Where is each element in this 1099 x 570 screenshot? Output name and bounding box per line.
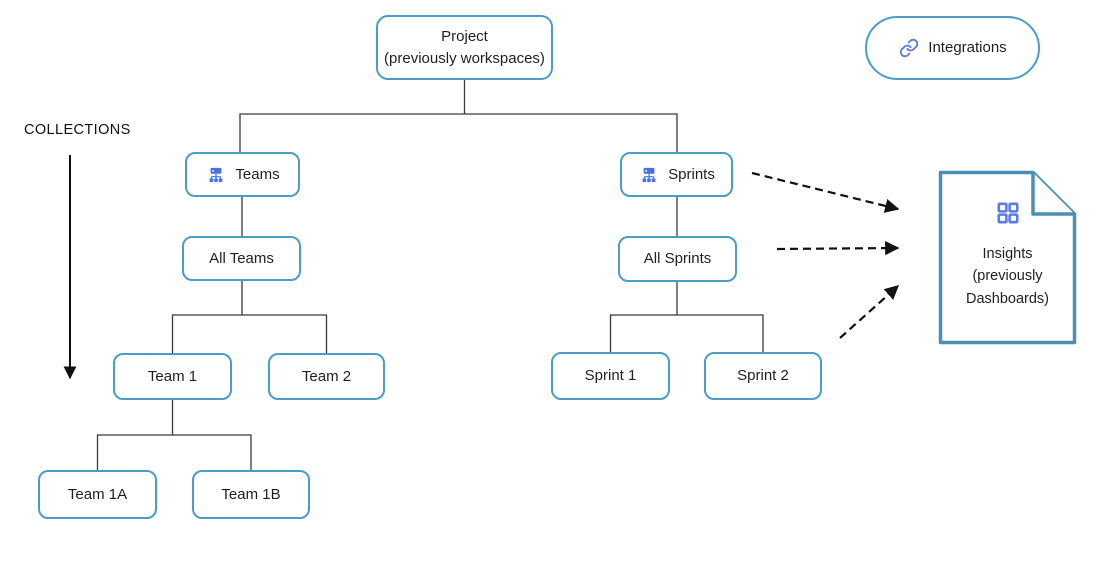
sitemap-icon (205, 164, 227, 186)
node-integrations: Integrations (865, 16, 1040, 80)
node-project-line1: Project (441, 27, 488, 45)
node-team2: Team 2 (268, 353, 385, 400)
insights-label: Insights (previously Dashboards) (966, 243, 1049, 310)
node-team1: Team 1 (113, 353, 232, 400)
node-sprints-label: Sprints (668, 165, 715, 183)
node-sprints: Sprints (620, 152, 733, 197)
insights-document: Insights (previously Dashboards) (938, 170, 1077, 345)
link-icon (898, 37, 920, 59)
node-team1b: Team 1B (192, 470, 310, 519)
node-team1a-label: Team 1A (67, 485, 128, 503)
insights-content: Insights (previously Dashboards) (938, 200, 1077, 310)
node-all-teams-label: All Teams (209, 249, 274, 267)
node-sprint2-label: Sprint 2 (737, 367, 789, 385)
node-all-teams: All Teams (182, 236, 301, 281)
node-project-line2: (previously workspaces) (384, 49, 545, 67)
insights-line1: Insights (982, 246, 1033, 262)
document-shape (938, 170, 1077, 345)
node-sprint1-label: Sprint 1 (584, 367, 637, 385)
node-team1b-label: Team 1B (221, 485, 281, 503)
node-team2-label: Team 2 (301, 367, 352, 385)
connector-team1-children (96, 400, 252, 470)
node-sprint2: Sprint 2 (704, 352, 822, 400)
node-sprint1: Sprint 1 (551, 352, 670, 400)
grid-icon (995, 200, 1021, 231)
node-team1a: Team 1A (38, 470, 157, 519)
connector-allsprints-children (609, 282, 764, 352)
dashed-arrow-sprint2-insights (839, 285, 900, 339)
connector-project-children (239, 80, 678, 152)
dashed-arrow-sprints-insights (751, 171, 900, 213)
sitemap-icon (638, 164, 660, 186)
dashed-arrow-allsprints-insights (776, 240, 900, 256)
connector-allteams-children (171, 281, 328, 353)
insights-line3: Dashboards) (965, 290, 1049, 307)
node-teams: Teams (185, 152, 300, 197)
node-team1-label: Team 1 (147, 367, 198, 385)
node-teams-label: Teams (235, 165, 280, 183)
node-all-sprints-label: All Sprints (643, 250, 712, 268)
node-integrations-label: Integrations (928, 39, 1007, 57)
node-project: Project (previously workspaces) (376, 15, 553, 80)
node-all-sprints: All Sprints (618, 236, 737, 282)
insights-line2: (previously (972, 268, 1043, 285)
collections-label: COLLECTIONS (24, 122, 131, 138)
node-project-label: Project (previously workspaces) (384, 26, 545, 70)
